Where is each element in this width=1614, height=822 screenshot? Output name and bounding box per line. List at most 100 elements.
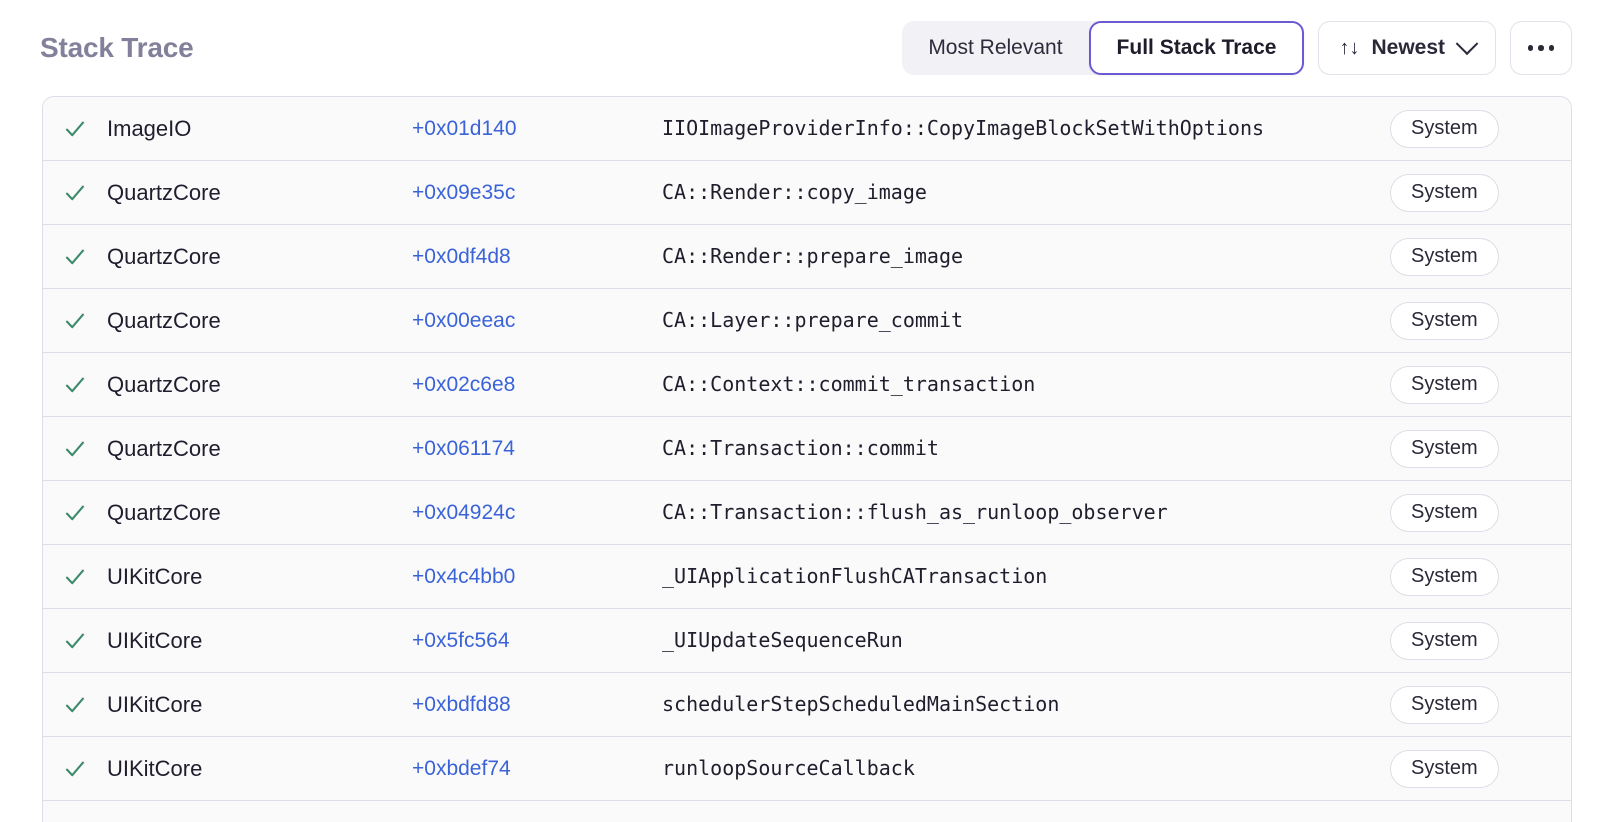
check-icon — [65, 505, 85, 520]
check-icon — [65, 185, 85, 200]
frame-status-cell — [43, 673, 107, 736]
frame-symbol: IIOImageProviderInfo::CopyImageBlockSetW… — [662, 116, 1265, 140]
check-icon — [65, 633, 85, 648]
frame-badge-cell: System — [1382, 673, 1562, 736]
check-icon — [65, 697, 85, 712]
frame-status-cell — [43, 161, 107, 224]
status-badge: System — [1390, 429, 1499, 468]
frame-symbol: schedulerStepScheduledMainSection — [662, 692, 1060, 716]
table-row[interactable]: QuartzCore +0x02c6e8 CA::Context::commit_t… — [43, 353, 1571, 417]
frame-offset-link[interactable]: +0x01d140 — [412, 116, 517, 140]
sort-arrows-icon: ↑↓ — [1339, 37, 1360, 59]
ellipsis-icon-dot-3 — [1548, 45, 1555, 51]
stack-frame-table: ImageIO +0x01d140 IIOImageProviderInfo::Co… — [42, 96, 1572, 822]
frame-badge-cell: System — [1382, 609, 1562, 672]
frame-badge-cell: System — [1382, 481, 1562, 544]
frame-status-cell — [43, 481, 107, 544]
check-icon — [65, 441, 85, 456]
check-icon — [65, 761, 85, 776]
frame-module: QuartzCore — [107, 499, 221, 525]
frame-offset-link[interactable]: +0x00eeac — [412, 308, 516, 332]
table-row[interactable]: UIKitCore — [43, 801, 1571, 822]
frame-module: UIKitCore — [107, 691, 203, 717]
frame-badge-cell — [1382, 801, 1562, 822]
frame-symbol: CA::Transaction::commit — [662, 436, 939, 460]
frame-offset-link[interactable]: +0x5fc564 — [412, 628, 510, 652]
frame-offset-link[interactable]: +0x09e35c — [412, 180, 516, 204]
frame-status-cell — [43, 609, 107, 672]
frame-offset-link[interactable]: +0xbdef74 — [412, 756, 511, 780]
check-icon — [65, 377, 85, 392]
frame-status-cell — [43, 353, 107, 416]
frame-module: QuartzCore — [107, 307, 221, 333]
tab-full-stack-trace[interactable]: Full Stack Trace — [1088, 21, 1305, 75]
frame-symbol: _UIApplicationFlushCATransaction — [662, 564, 1048, 588]
frame-status-cell — [43, 737, 107, 800]
table-row[interactable]: ImageIO +0x01d140 IIOImageProviderInfo::Co… — [43, 97, 1571, 161]
check-icon — [65, 313, 85, 328]
frame-symbol: CA::Layer::prepare_commit — [662, 308, 964, 332]
frame-status-cell — [43, 801, 107, 822]
frame-badge-cell: System — [1382, 737, 1562, 800]
frame-offset-link[interactable]: +0x02c6e8 — [412, 372, 516, 396]
stack-trace-mode-segmented-control[interactable]: Most Relevant Full Stack Trace — [902, 21, 1305, 75]
tab-most-relevant[interactable]: Most Relevant — [902, 21, 1088, 75]
check-icon — [65, 121, 85, 136]
status-badge: System — [1390, 685, 1499, 724]
sort-button[interactable]: ↑↓ Newest — [1318, 21, 1496, 75]
frame-symbol: CA::Transaction::flush_as_runloop_observ… — [662, 500, 1168, 524]
table-row[interactable]: UIKitCore +0x5fc564 _UIUpdateSequenceRun Sy… — [43, 609, 1571, 673]
table-row[interactable]: UIKitCore +0x4c4bb0 _UIApplicationFlushCAT… — [43, 545, 1571, 609]
ellipsis-icon — [1527, 45, 1534, 51]
table-row[interactable]: QuartzCore +0x00eeac CA::Layer::prepare_co… — [43, 289, 1571, 353]
frame-offset-link[interactable]: +0x4c4bb0 — [412, 564, 516, 588]
frame-status-cell — [43, 97, 107, 160]
frame-module: UIKitCore — [107, 801, 412, 822]
table-row[interactable]: QuartzCore +0x04924c CA::Transaction::flus… — [43, 481, 1571, 545]
table-row[interactable]: UIKitCore +0xbdfd88 schedulerStepScheduled… — [43, 673, 1571, 737]
frame-status-cell — [43, 225, 107, 288]
frame-symbol: runloopSourceCallback — [662, 756, 915, 780]
frame-module: ImageIO — [107, 115, 192, 141]
check-icon — [65, 569, 85, 584]
header-controls: Most Relevant Full Stack Trace ↑↓ Newest — [902, 21, 1572, 75]
frame-status-cell — [43, 545, 107, 608]
status-badge: System — [1390, 557, 1499, 596]
frame-module: QuartzCore — [107, 179, 221, 205]
frame-module: UIKitCore — [107, 627, 203, 653]
status-badge: System — [1390, 109, 1499, 148]
frame-badge-cell: System — [1382, 353, 1562, 416]
frame-symbol: CA::Context::commit_transaction — [662, 372, 1036, 396]
frame-offset-link[interactable]: +0xbdfd88 — [412, 692, 511, 716]
frame-badge-cell: System — [1382, 545, 1562, 608]
status-badge: System — [1390, 301, 1499, 340]
frame-offset-link[interactable]: +0x04924c — [412, 500, 516, 524]
frame-offset-link[interactable] — [412, 801, 662, 822]
frame-module: QuartzCore — [107, 243, 221, 269]
frame-module: QuartzCore — [107, 371, 221, 397]
frame-offset-link[interactable]: +0x061174 — [412, 436, 515, 460]
panel-header: Stack Trace Most Relevant Full Stack Tra… — [0, 0, 1614, 96]
frame-badge-cell: System — [1382, 225, 1562, 288]
frame-symbol — [662, 801, 1382, 822]
frame-offset-link[interactable]: +0x0df4d8 — [412, 244, 511, 268]
frame-symbol: _UIUpdateSequenceRun — [662, 628, 903, 652]
check-icon — [65, 249, 85, 264]
frame-status-cell — [43, 417, 107, 480]
chevron-down-icon — [1455, 32, 1479, 56]
frame-badge-cell: System — [1382, 161, 1562, 224]
frame-badge-cell: System — [1382, 97, 1562, 160]
frame-badge-cell: System — [1382, 417, 1562, 480]
sort-button-label: Newest — [1371, 36, 1445, 59]
frame-badge-cell: System — [1382, 289, 1562, 352]
status-badge: System — [1390, 749, 1499, 788]
status-badge: System — [1390, 173, 1499, 212]
status-badge: System — [1390, 621, 1499, 660]
more-options-button[interactable] — [1510, 21, 1572, 75]
frame-module: UIKitCore — [107, 563, 203, 589]
